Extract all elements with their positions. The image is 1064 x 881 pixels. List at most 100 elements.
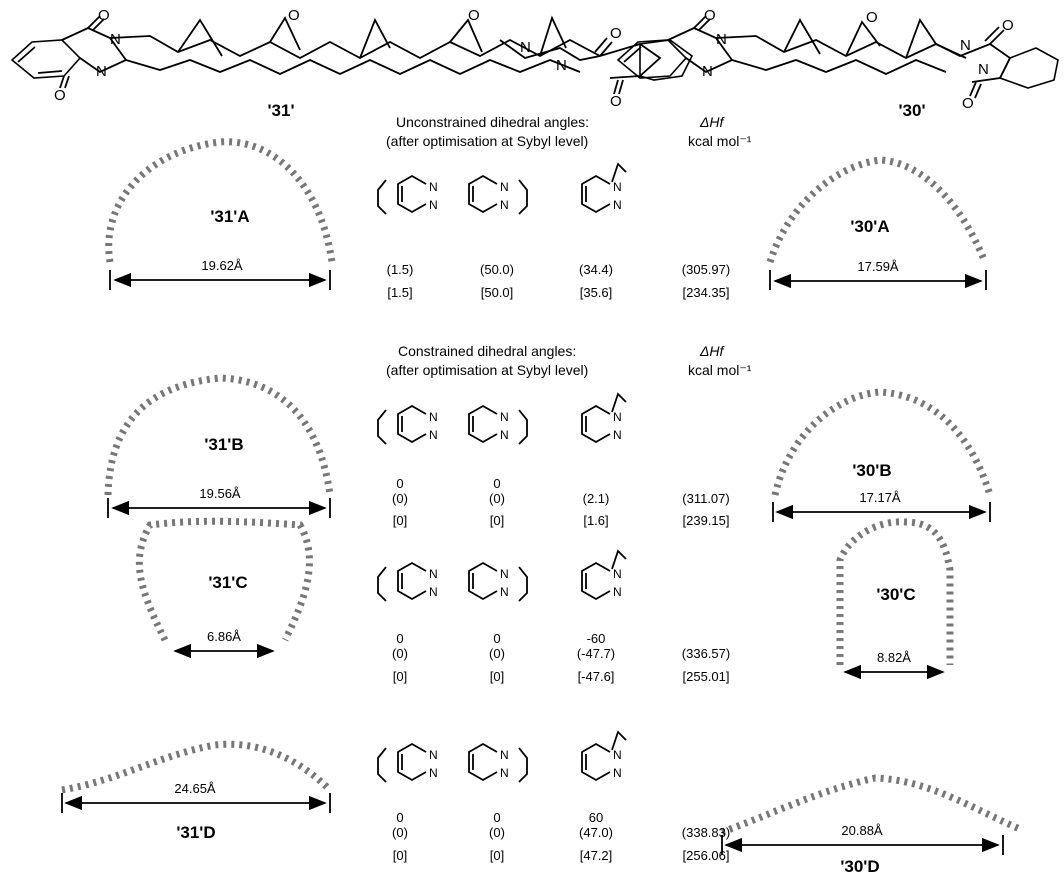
constraint-angle: 0	[396, 810, 403, 825]
constrained-title: Constrained dihedral angles:	[398, 343, 576, 359]
constraint-angle: 0	[493, 810, 500, 825]
distance-31D: 24.65Å	[174, 781, 216, 796]
dihedral-value: [50.0]	[481, 285, 514, 300]
unconstrained-header: Unconstrained dihedral angles: (after op…	[386, 114, 752, 149]
constraint-angle: 0	[493, 476, 500, 491]
conformer-label-30C: '30'C	[876, 585, 915, 604]
dihedral-sybyl-value: (0)	[392, 646, 408, 661]
conformer-label-30D: '30'D	[840, 857, 879, 876]
compound-31-label: '31'	[268, 101, 295, 120]
svg-text:N: N	[429, 410, 438, 424]
dihedral-sybyl-value: (0)	[489, 491, 505, 506]
svg-text:N: N	[613, 567, 622, 581]
dh-value: [239.15]	[683, 513, 730, 528]
conformer-model-30C	[836, 518, 954, 665]
molecule-30-structure	[616, 15, 1059, 99]
distance-30D: 20.88Å	[841, 823, 883, 838]
dihedral-value: [35.6]	[580, 285, 613, 300]
dihedral-value: [1.6]	[583, 513, 608, 528]
dihedral-value: [0]	[393, 848, 407, 863]
dihedral-sybyl-value: (50.0)	[480, 262, 514, 277]
svg-text:N: N	[613, 180, 622, 194]
distance-31C: 6.86Å	[207, 629, 241, 644]
constraint-angle: 0	[396, 631, 403, 646]
dihedral-value: [0]	[490, 513, 504, 528]
svg-text:N: N	[500, 180, 509, 194]
svg-text:N: N	[978, 61, 989, 78]
dihedral-sybyl-value: (-47.7)	[577, 646, 615, 661]
dh-value: [234.35]	[683, 285, 730, 300]
distance-31A: 19.62Å	[201, 258, 243, 273]
dihedral-value: [47.2]	[580, 848, 613, 863]
conformer-label-31C: '31'C	[208, 573, 247, 592]
svg-text:N: N	[500, 585, 509, 599]
unconstrained-title: Unconstrained dihedral angles:	[396, 114, 589, 130]
dihedral-value: [0]	[490, 669, 504, 684]
svg-text:N: N	[556, 57, 567, 74]
dihedral-sybyl-value: (1.5)	[387, 262, 414, 277]
dihedral-sybyl-value: (0)	[489, 825, 505, 840]
svg-text:N: N	[96, 63, 107, 80]
distance-30C: 8.82Å	[877, 650, 911, 665]
dh-symbol: ΔHf	[699, 343, 726, 359]
svg-text:N: N	[500, 748, 509, 762]
constraint-angle: 0	[493, 631, 500, 646]
dh-value: [255.01]	[683, 669, 730, 684]
constrained-header: Constrained dihedral angles: (after opti…	[386, 343, 752, 378]
distance-30B: 17.17Å	[859, 490, 901, 505]
svg-text:N: N	[500, 567, 509, 581]
dihedral-sybyl-value: (34.4)	[579, 262, 613, 277]
svg-text:O: O	[610, 25, 622, 42]
svg-text:N: N	[613, 428, 622, 442]
conformer-model-30A	[766, 156, 989, 264]
dihedral-value: [-47.6]	[578, 669, 615, 684]
svg-text:N: N	[520, 39, 531, 56]
svg-text:N: N	[429, 428, 438, 442]
dh-sybyl-value: (338.83)	[682, 825, 730, 840]
svg-text:N: N	[613, 748, 622, 762]
svg-text:N: N	[429, 585, 438, 599]
distance-31B: 19.56Å	[199, 486, 241, 501]
unconstrained-note: (after optimisation at Sybyl level)	[386, 133, 588, 149]
constraint-angle: -60	[587, 631, 606, 646]
svg-text:N: N	[500, 410, 509, 424]
svg-text:O: O	[610, 93, 622, 110]
svg-text:O: O	[962, 95, 974, 112]
compound-30-label: '30'	[899, 101, 926, 120]
svg-text:N: N	[429, 198, 438, 212]
svg-text:O: O	[98, 7, 110, 24]
conformer-label-30A: '30'A	[850, 217, 889, 236]
conformer-label-31A: '31'A	[210, 207, 249, 226]
svg-text:N: N	[500, 198, 509, 212]
distance-30A: 17.59Å	[857, 259, 899, 274]
dihedral-sybyl-value: (47.0)	[579, 825, 613, 840]
conformer-model-30D	[720, 774, 1024, 836]
svg-text:N: N	[613, 198, 622, 212]
svg-text:N: N	[960, 37, 971, 54]
conformer-model-30B	[771, 388, 994, 497]
svg-text:O: O	[468, 7, 480, 24]
dihedral-sybyl-value: (0)	[392, 825, 408, 840]
constrained-note: (after optimisation at Sybyl level)	[386, 362, 588, 378]
svg-text:N: N	[110, 31, 121, 48]
svg-text:N: N	[716, 31, 727, 48]
svg-text:O: O	[866, 9, 878, 26]
svg-text:N: N	[500, 428, 509, 442]
svg-text:O: O	[1002, 17, 1014, 34]
svg-text:N: N	[613, 766, 622, 780]
dihedral-sybyl-value: (0)	[392, 491, 408, 506]
conformer-model-31D	[61, 740, 333, 794]
dihedral-value: [0]	[490, 848, 504, 863]
svg-text:N: N	[702, 63, 713, 80]
dihedral-value: [1.5]	[387, 285, 412, 300]
dh-unit: kcal mol⁻¹	[688, 362, 752, 378]
conformer-label-31B: '31'B	[204, 435, 243, 454]
conformer-model-31A	[105, 138, 336, 263]
dh-sybyl-value: (305.97)	[682, 262, 730, 277]
